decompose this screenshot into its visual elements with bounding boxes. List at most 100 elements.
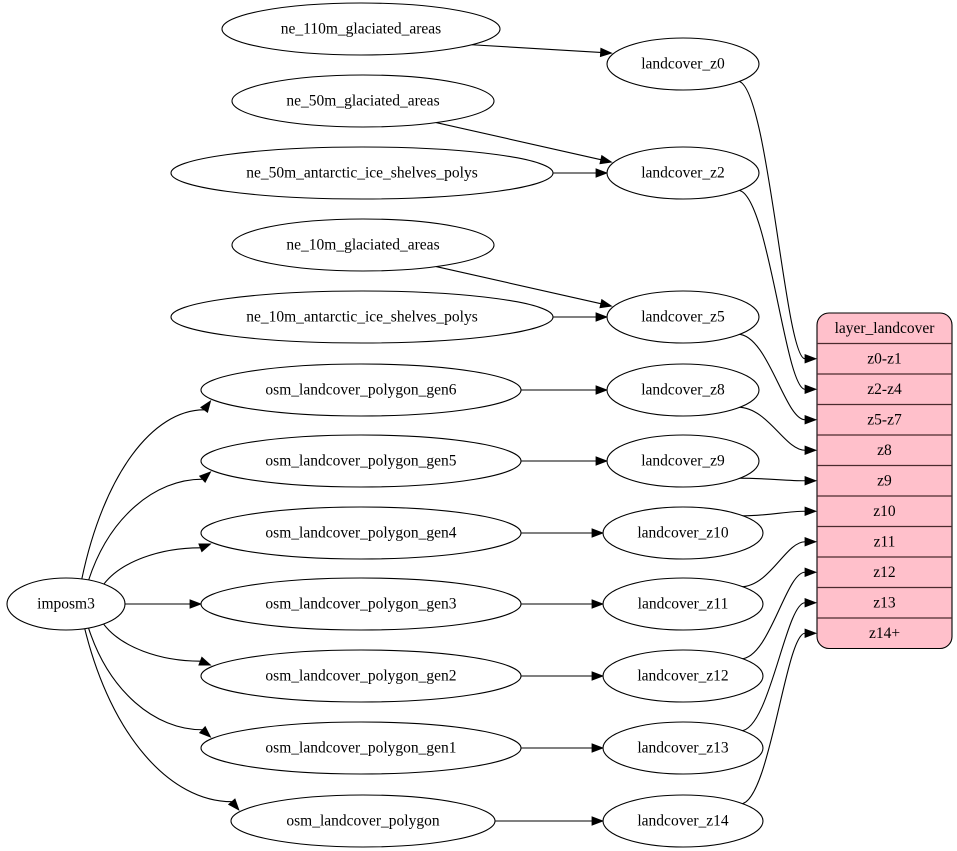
edge-arrowhead [804, 414, 818, 425]
node-shape-ellipse [200, 506, 522, 560]
node-shape-ellipse [606, 146, 760, 200]
node-ne_10m_glaciated_areas[interactable]: ne_10m_glaciated_areas [231, 218, 495, 272]
node-label: landcover_z8 [641, 382, 725, 399]
node-ne_50m_glaciated_areas[interactable]: ne_50m_glaciated_areas [231, 74, 495, 128]
edge-arrowhead [189, 599, 203, 609]
edge-landcover_z5-to-record [737, 333, 806, 421]
node-shape-ellipse [230, 794, 496, 848]
edge-ne_50m_glaciated_areas-to-landcover_z2 [435, 122, 601, 161]
node-shape-ellipse [200, 434, 522, 488]
record-background [816, 312, 953, 650]
node-shape-ellipse [6, 577, 126, 631]
edge-arrowhead [595, 456, 609, 466]
edge-arrowhead [804, 445, 818, 456]
edge-arrowhead [591, 671, 605, 681]
record-row-z14+: z14+ [869, 625, 900, 642]
node-landcover_z13[interactable]: landcover_z13 [602, 721, 764, 775]
node-label: ne_10m_glaciated_areas [286, 237, 439, 254]
node-landcover_z2[interactable]: landcover_z2 [606, 146, 760, 200]
edge-arrowhead [227, 798, 240, 811]
edge-arrowhead [804, 628, 818, 639]
node-landcover_z5[interactable]: landcover_z5 [606, 290, 760, 344]
node-ne_50m_antarctic_ice_shelves_polys[interactable]: ne_50m_antarctic_ice_shelves_polys [170, 146, 554, 200]
node-shape-ellipse [606, 434, 760, 488]
node-imposm3[interactable]: imposm3 [6, 577, 126, 631]
node-label: osm_landcover_polygon_gen4 [265, 525, 456, 542]
edge-landcover_z11-to-record [740, 541, 806, 588]
node-shape-ellipse [602, 794, 764, 848]
node-label: landcover_z14 [637, 813, 728, 830]
edge-arrowhead [804, 536, 818, 547]
record-node-layer-landcover[interactable]: layer_landcoverz0-z1z2-z4z5-z7z8z9z10z11… [816, 312, 953, 650]
edge-landcover_z0-to-record [737, 80, 806, 360]
record-row-z9: z9 [877, 472, 892, 489]
node-osm_landcover_polygon_gen4[interactable]: osm_landcover_polygon_gen4 [200, 506, 522, 560]
node-shape-ellipse [602, 721, 764, 775]
edge-arrowhead [804, 597, 818, 608]
node-label: landcover_z11 [638, 596, 729, 613]
node-osm_landcover_polygon_gen1[interactable]: osm_landcover_polygon_gen1 [200, 721, 522, 775]
node-label: ne_50m_glaciated_areas [286, 93, 439, 110]
node-landcover_z12[interactable]: landcover_z12 [602, 649, 764, 703]
edge-landcover_z13-to-record [740, 602, 806, 732]
node-label: ne_50m_antarctic_ice_shelves_polys [246, 165, 478, 182]
edge-arrowhead [591, 599, 605, 609]
edge-landcover_z9-to-record [737, 477, 806, 482]
edge-imposm3-to-osm_landcover_polygon_gen4 [103, 547, 201, 585]
node-ne_10m_antarctic_ice_shelves_polys[interactable]: ne_10m_antarctic_ice_shelves_polys [170, 290, 554, 344]
node-landcover_z10[interactable]: landcover_z10 [602, 506, 764, 560]
node-landcover_z11[interactable]: landcover_z11 [602, 577, 764, 631]
node-landcover_z14[interactable]: landcover_z14 [602, 794, 764, 848]
node-shape-ellipse [200, 577, 522, 631]
record-layer: layer_landcoverz0-z1z2-z4z5-z7z8z9z10z11… [816, 312, 953, 650]
node-label: osm_landcover_polygon_gen5 [265, 453, 456, 470]
edge-imposm3-to-osm_landcover_polygon_gen2 [103, 623, 201, 662]
node-label: ne_10m_antarctic_ice_shelves_polys [246, 309, 478, 326]
node-label: imposm3 [37, 596, 95, 613]
edge-landcover_z10-to-record [740, 510, 806, 517]
node-label: landcover_z9 [641, 453, 725, 470]
edge-arrowhead [591, 528, 605, 538]
edge-imposm3-to-osm_landcover_polygon [84, 628, 232, 803]
node-label: ne_110m_glaciated_areas [281, 21, 441, 38]
node-shape-ellipse [170, 146, 554, 200]
edge-arrowhead [200, 400, 212, 413]
edge-imposm3-to-osm_landcover_polygon_gen6 [81, 409, 205, 580]
edge-arrowhead [599, 47, 613, 58]
node-shape-ellipse [170, 290, 554, 344]
node-label: landcover_z5 [641, 309, 725, 326]
node-osm_landcover_polygon_gen6[interactable]: osm_landcover_polygon_gen6 [200, 363, 522, 417]
record-row-z8: z8 [877, 442, 892, 459]
record-row-z10: z10 [873, 503, 896, 520]
node-label: osm_landcover_polygon [286, 813, 440, 830]
node-osm_landcover_polygon[interactable]: osm_landcover_polygon [230, 794, 496, 848]
edge-ne_110m_glaciated_areas-to-landcover_z0 [471, 44, 601, 53]
node-label: landcover_z10 [637, 525, 728, 542]
edge-arrowhead [595, 385, 609, 395]
node-layer: imposm3 ne_110m_glaciated_areas ne_50m_gla… [6, 2, 764, 848]
node-shape-ellipse [200, 363, 522, 417]
node-shape-ellipse [606, 37, 760, 91]
node-label: osm_landcover_polygon_gen2 [265, 668, 456, 685]
node-shape-ellipse [602, 577, 764, 631]
node-osm_landcover_polygon_gen2[interactable]: osm_landcover_polygon_gen2 [200, 649, 522, 703]
node-label: landcover_z2 [641, 165, 725, 182]
record-title: layer_landcover [835, 320, 936, 337]
node-landcover_z8[interactable]: landcover_z8 [606, 363, 760, 417]
edge-arrowhead [591, 743, 605, 753]
node-landcover_z0[interactable]: landcover_z0 [606, 37, 760, 91]
edge-arrowhead [595, 312, 609, 322]
edge-landcover_z8-to-record [737, 406, 806, 451]
record-row-z2-z4: z2-z4 [867, 381, 902, 398]
node-shape-ellipse [606, 363, 760, 417]
node-ne_110m_glaciated_areas[interactable]: ne_110m_glaciated_areas [221, 2, 501, 56]
node-landcover_z9[interactable]: landcover_z9 [606, 434, 760, 488]
record-row-z13: z13 [873, 594, 896, 611]
record-row-z0-z1: z0-z1 [867, 350, 901, 367]
node-label: landcover_z12 [637, 668, 728, 685]
node-osm_landcover_polygon_gen5[interactable]: osm_landcover_polygon_gen5 [200, 434, 522, 488]
node-shape-ellipse [231, 74, 495, 128]
node-osm_landcover_polygon_gen3[interactable]: osm_landcover_polygon_gen3 [200, 577, 522, 631]
